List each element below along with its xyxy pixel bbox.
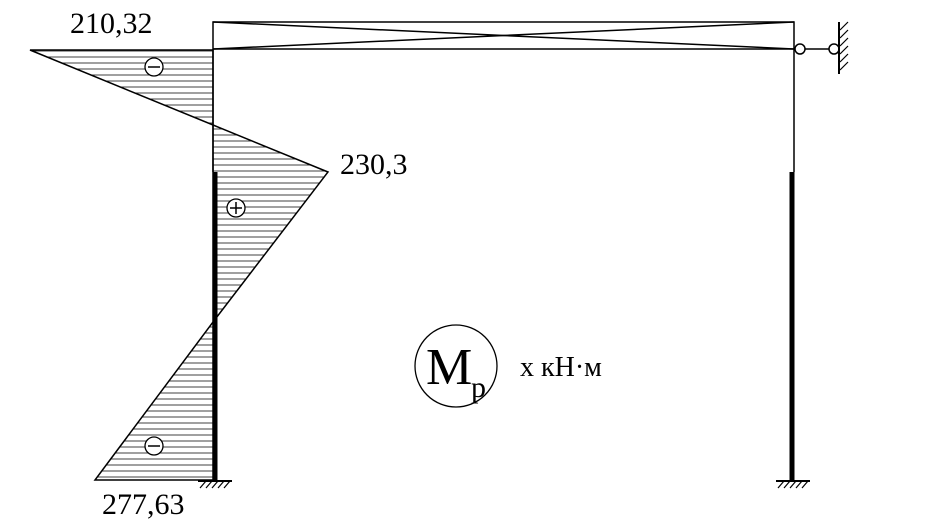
sign-marker-middle <box>226 198 246 218</box>
frame-upper-columns <box>212 49 795 172</box>
right-link-support <box>794 21 849 74</box>
sign-marker-bottom <box>144 436 164 456</box>
value-label-middle: 230,3 <box>340 148 408 181</box>
frame-beam <box>212 21 795 50</box>
left-base-support <box>198 480 232 489</box>
symbol-sub: p <box>471 371 486 404</box>
value-label-top: 210,32 <box>70 7 153 40</box>
sign-marker-top <box>144 57 164 77</box>
diagram-symbol: M p <box>414 324 498 408</box>
symbol-main: M <box>426 339 472 396</box>
frame-lower-columns <box>212 172 795 480</box>
right-base-support <box>776 480 810 489</box>
units-label: x кН·м <box>520 352 602 383</box>
value-label-bottom: 277,63 <box>102 488 185 521</box>
